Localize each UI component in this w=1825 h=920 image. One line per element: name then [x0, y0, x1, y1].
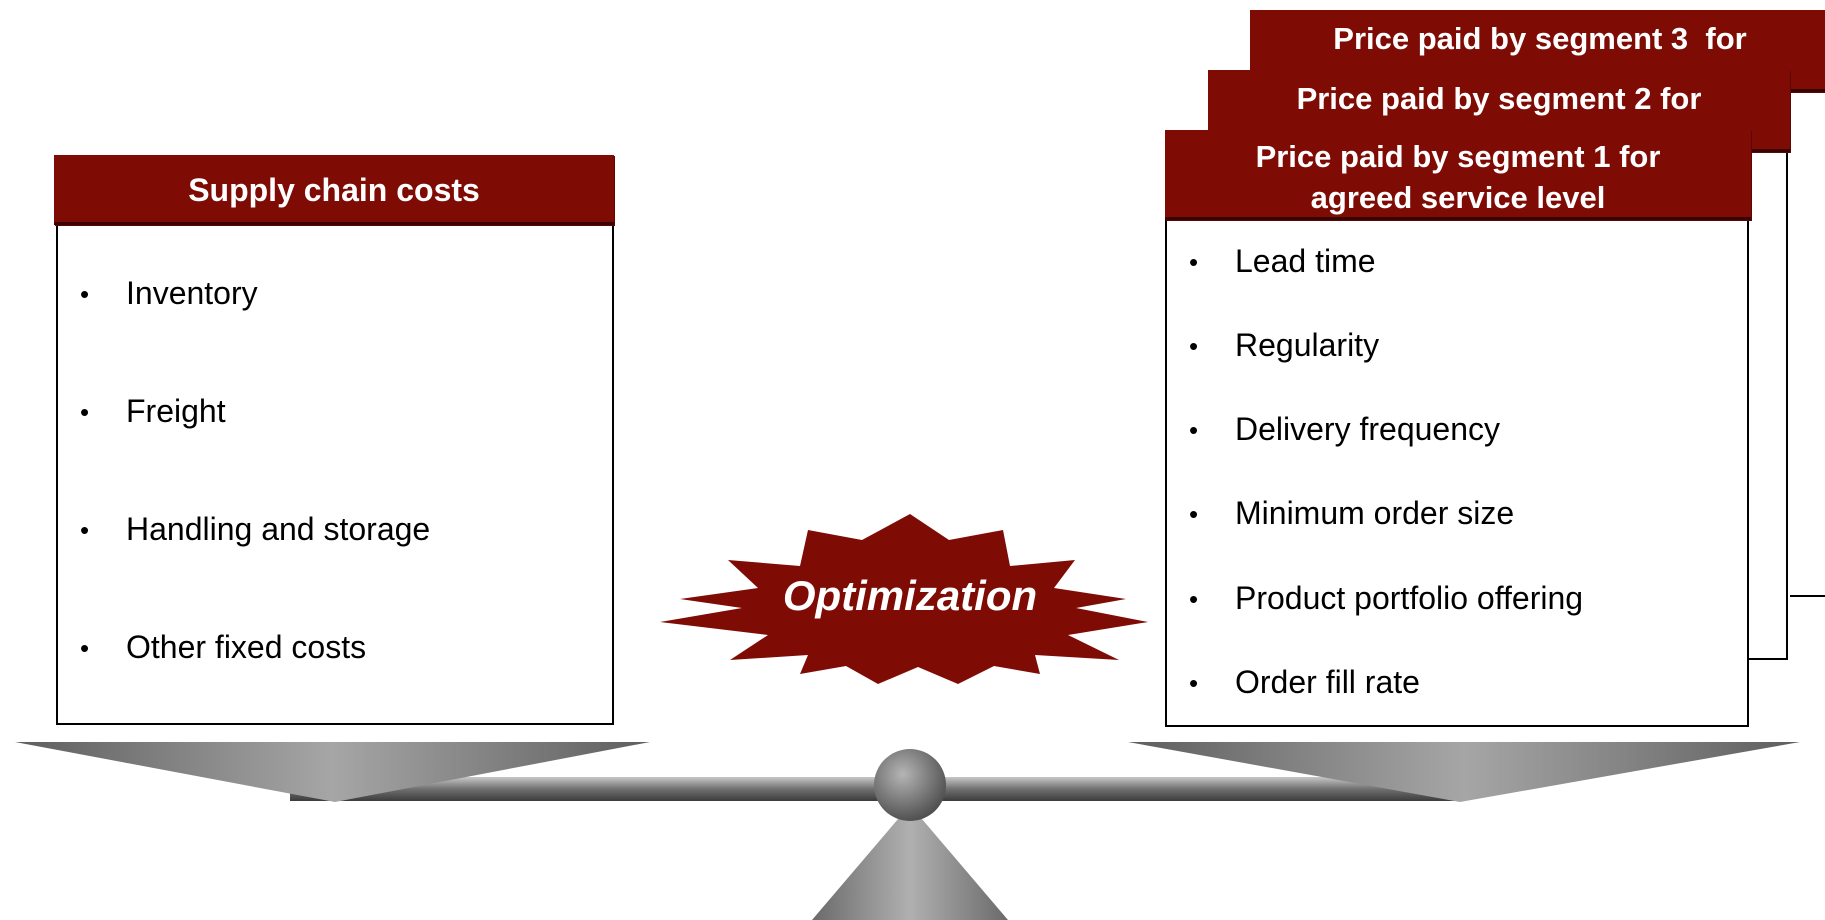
cost-item: Other fixed costs [126, 629, 367, 665]
scale-base [812, 805, 1008, 920]
bullet-icon: • [1189, 415, 1199, 445]
service-item: Order fill rate [1235, 664, 1420, 700]
bullet-icon: • [1189, 668, 1199, 698]
bullet-icon: • [1189, 247, 1199, 277]
scale-pivot [874, 749, 946, 821]
supply-chain-costs-header: Supply chain costs [54, 155, 614, 225]
bullet-icon: • [1189, 499, 1199, 529]
right-pan [1128, 742, 1800, 802]
optimization-starburst [660, 514, 1148, 684]
segment1-header-line2: agreed service level [1310, 180, 1606, 215]
bullet-icon: • [1189, 331, 1199, 361]
service-item: Delivery frequency [1235, 411, 1500, 447]
service-item: Lead time [1235, 243, 1376, 279]
bullet-icon: • [80, 279, 90, 309]
supply-chain-costs-panel: • Inventory • Freight • Handling and storag… [56, 155, 614, 725]
segment1-card: • Lead time • Regularity • Delivery frequen… [1165, 130, 1749, 727]
bullet-icon: • [1189, 584, 1199, 614]
cost-item: Inventory [126, 275, 258, 311]
segment3-header: Price paid by segment 3 for [1250, 10, 1825, 92]
segment1-header: Price paid by segment 1 for agreed servi… [1165, 130, 1751, 220]
service-item: Product portfolio offering [1235, 580, 1584, 616]
service-item: Regularity [1235, 327, 1380, 363]
optimization-label: Optimization [782, 572, 1038, 619]
service-item: Minimum order size [1235, 495, 1515, 531]
bullet-icon: • [80, 397, 90, 427]
segment1-header-line1: Price paid by segment 1 for [1255, 139, 1661, 174]
cost-item: Freight [126, 393, 226, 429]
bullet-icon: • [80, 633, 90, 663]
cost-item: Handling and storage [126, 511, 431, 547]
bullet-icon: • [80, 515, 90, 545]
segment2-connector-line [1790, 595, 1825, 597]
left-pan [15, 742, 650, 802]
